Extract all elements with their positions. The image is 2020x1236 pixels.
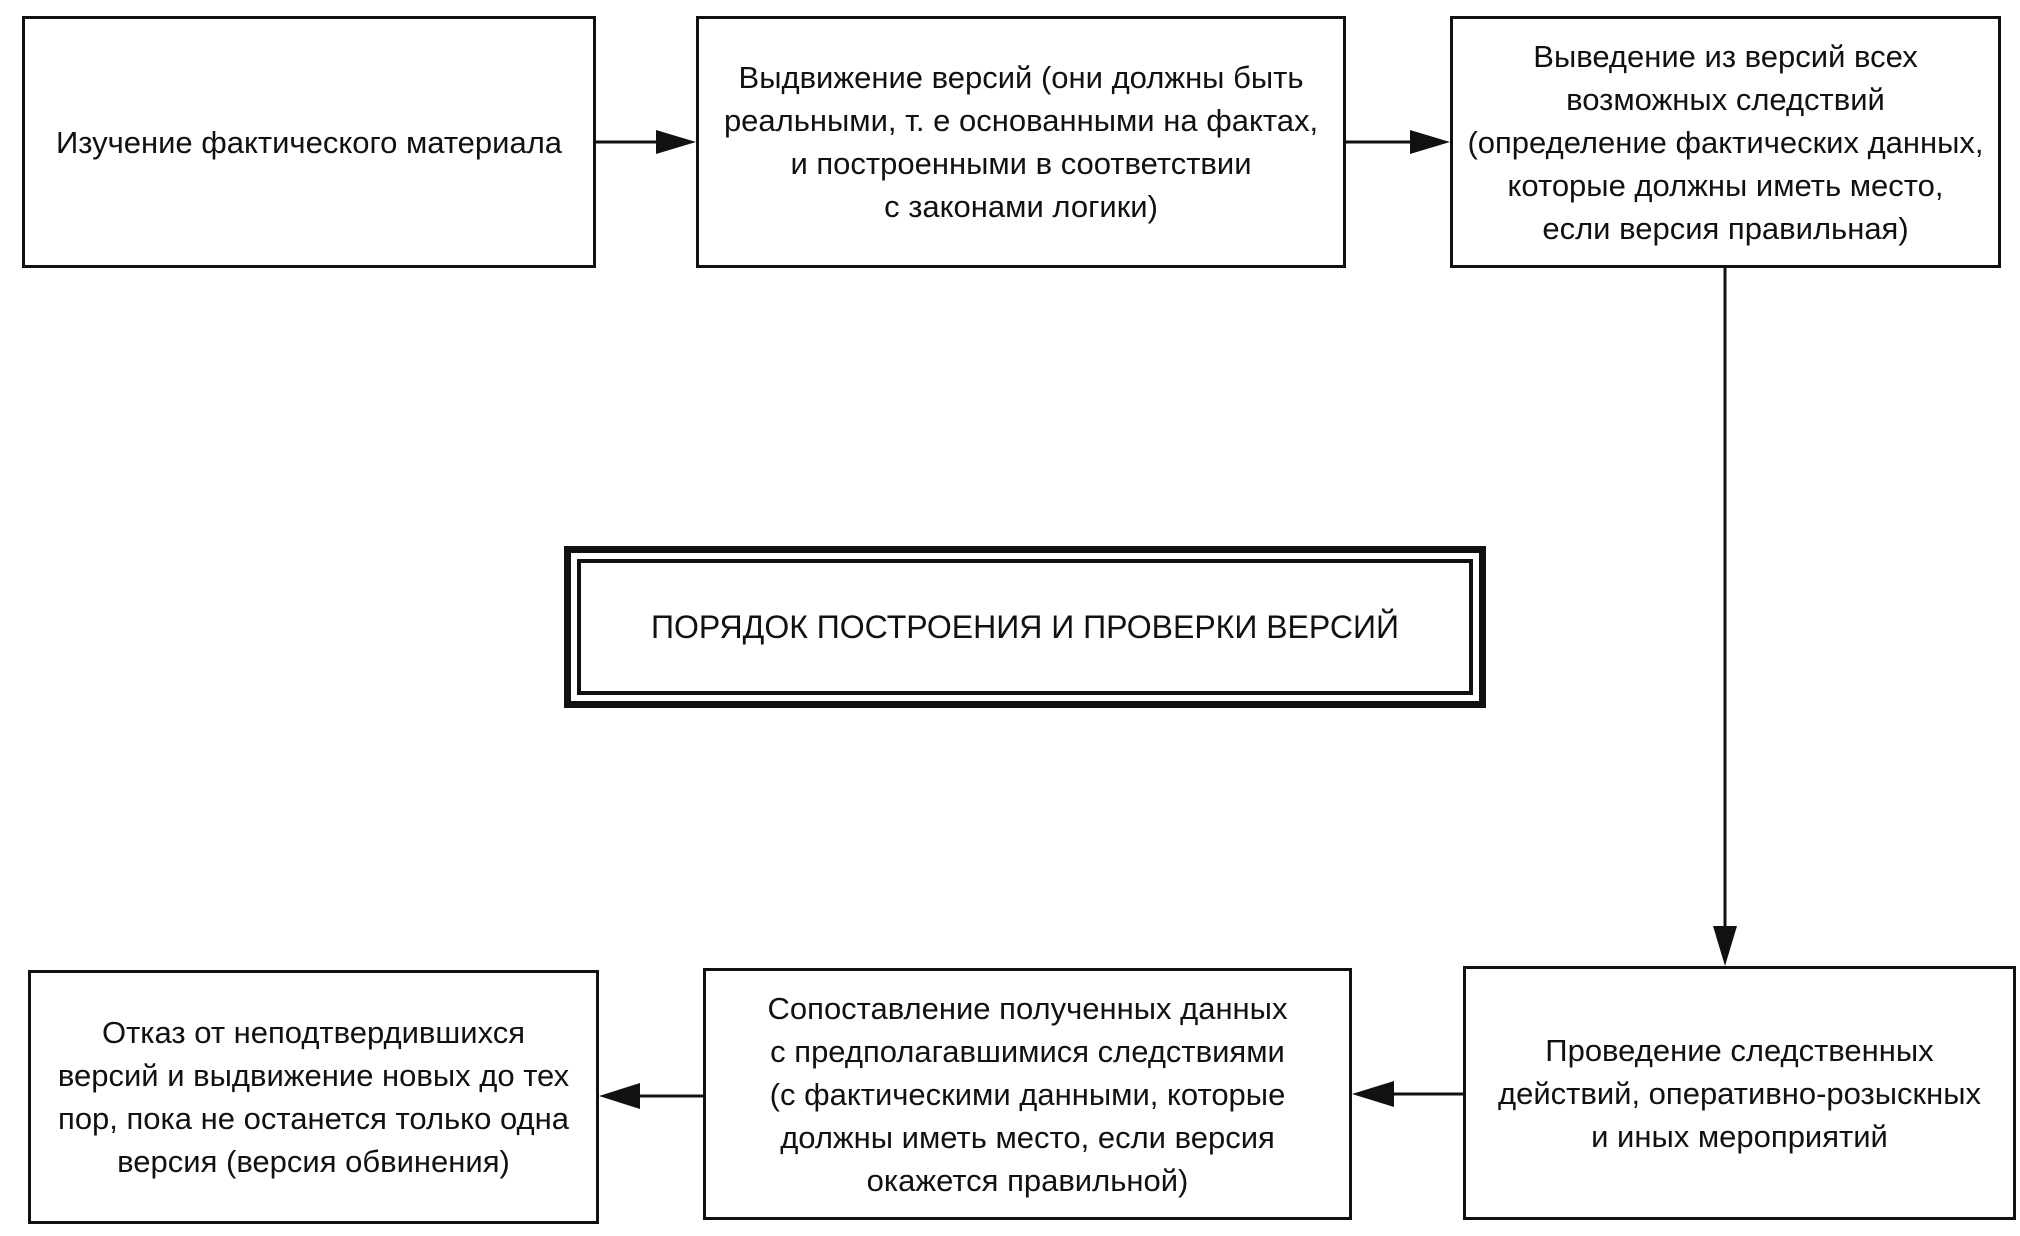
step-box-investigative-actions: Проведение следственных действий, операт… xyxy=(1463,966,2016,1220)
step-box-reject-versions: Отказ от неподтвердившихся версий и выдв… xyxy=(28,970,599,1224)
step-text: Сопоставление полученных данных с предпо… xyxy=(767,990,1288,1198)
arrowhead-step6 xyxy=(599,1083,640,1109)
step-box-put-forward-versions: Выдвижение версий (они должны быть реаль… xyxy=(696,16,1346,268)
step-text: Изучение фактического материала xyxy=(55,124,563,160)
arrowhead-step3 xyxy=(1410,130,1450,154)
step-box-study-facts: Изучение фактического материала xyxy=(22,16,596,268)
arrowhead-step5 xyxy=(1352,1081,1394,1107)
arrowhead-step4 xyxy=(1713,926,1737,966)
step-text: Выдвижение версий (они должны быть реаль… xyxy=(723,60,1319,224)
step-text: Проведение следственных действий, операт… xyxy=(1498,1032,1981,1154)
step-text: Выведение из версий всех возможных следс… xyxy=(1467,38,1984,246)
diagram-title-frame: ПОРЯДОК ПОСТРОЕНИЯ И ПРОВЕРКИ ВЕРСИЙ xyxy=(564,546,1486,708)
diagram-title: ПОРЯДОК ПОСТРОЕНИЯ И ПРОВЕРКИ ВЕРСИЙ xyxy=(577,559,1473,695)
step-box-compare-data: Сопоставление полученных данных с предпо… xyxy=(703,968,1352,1220)
step-text: Отказ от неподтвердившихся версий и выдв… xyxy=(57,1015,570,1179)
step-box-derive-consequences: Выведение из версий всех возможных следс… xyxy=(1450,16,2001,268)
arrowhead-step2 xyxy=(656,130,696,154)
